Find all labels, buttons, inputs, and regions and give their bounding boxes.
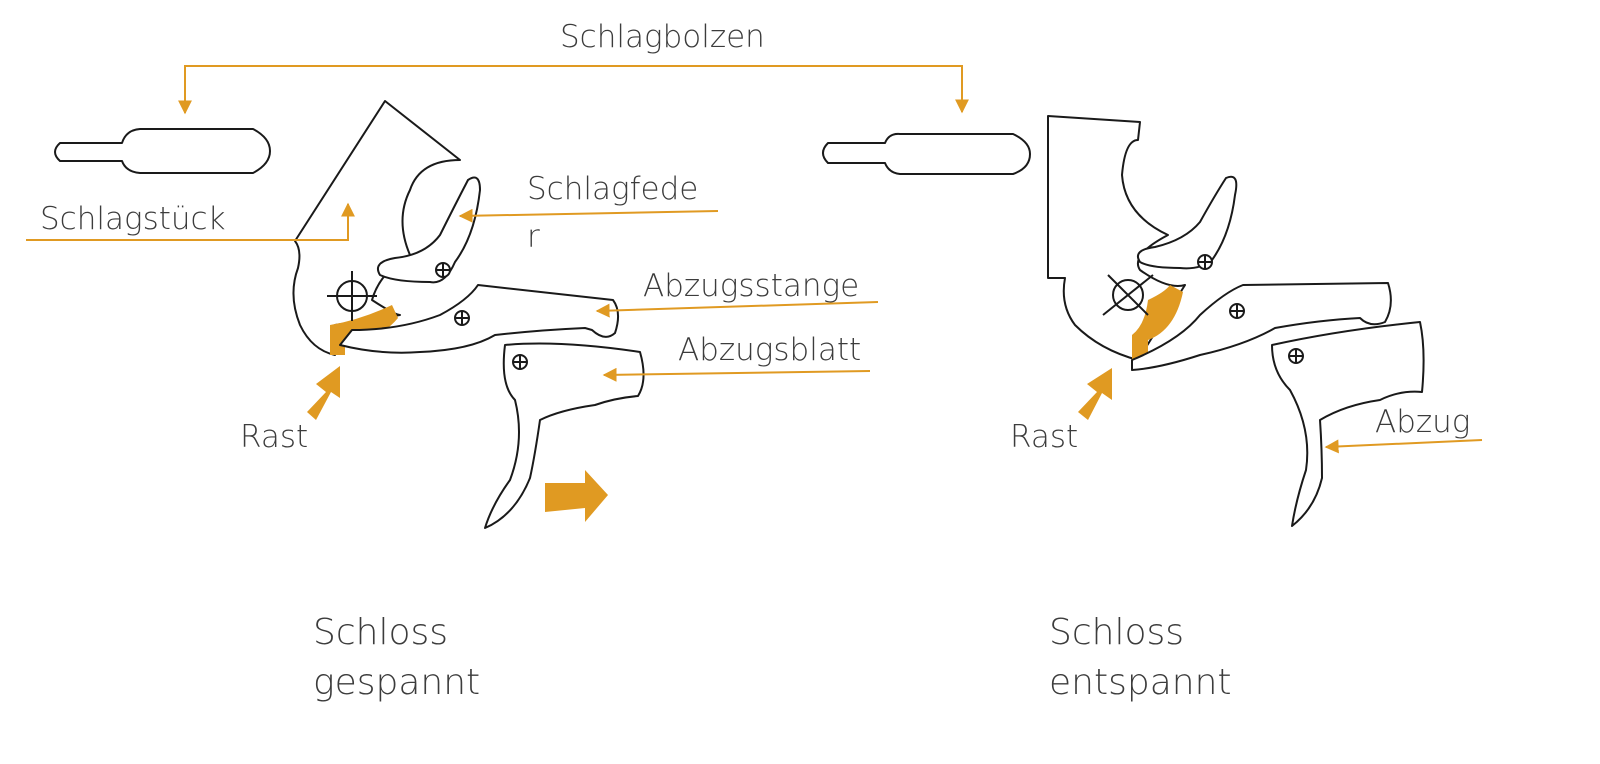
label-abzug: Abzug bbox=[1375, 404, 1470, 440]
hammer-pivot-right bbox=[1102, 274, 1154, 316]
leader-abzugsstange bbox=[595, 301, 879, 318]
caption-right-1: Schloss bbox=[1049, 612, 1184, 653]
rast-arrow-right bbox=[1078, 368, 1112, 420]
label-schlagbolzen: Schlagbolzen bbox=[560, 19, 765, 55]
leader-schlagfeder bbox=[458, 208, 719, 223]
leader-abzugsblatt bbox=[602, 367, 871, 382]
sear-bar-left bbox=[339, 284, 619, 354]
firing-pin-left bbox=[54, 128, 271, 174]
mechanism-uncocked bbox=[822, 115, 1483, 527]
leader-schlagstueck bbox=[26, 202, 355, 241]
trigger-right bbox=[1271, 321, 1425, 527]
label-schlagstueck: Schlagstück bbox=[40, 201, 226, 237]
mainspring-left bbox=[376, 176, 481, 284]
label-rast-right: Rast bbox=[1010, 419, 1078, 455]
schlagbolzen-bracket bbox=[178, 65, 969, 115]
sear-bar-right bbox=[1131, 282, 1392, 371]
label-rast-left: Rast bbox=[240, 419, 308, 455]
pull-arrow-left bbox=[545, 470, 608, 522]
caption-left-1: Schloss bbox=[313, 612, 448, 653]
mainspring-right bbox=[1136, 175, 1238, 270]
firing-pin-right bbox=[822, 132, 1031, 175]
mechanism-cocked bbox=[26, 100, 879, 529]
caption-left-2: gespannt bbox=[313, 662, 480, 703]
trigger-left bbox=[484, 342, 645, 529]
leader-abzug bbox=[1324, 439, 1483, 454]
label-schlagfeder-1: Schlagfede bbox=[527, 171, 698, 207]
label-abzugsblatt: Abzugsblatt bbox=[678, 332, 861, 368]
label-schlagfeder-2: r bbox=[527, 219, 540, 255]
sear-notch-right bbox=[1132, 285, 1183, 360]
label-abzugsstange: Abzugsstange bbox=[643, 268, 859, 304]
hammer-pivot-left bbox=[327, 271, 377, 321]
caption-right-2: entspannt bbox=[1049, 662, 1232, 703]
rast-arrow-left bbox=[307, 366, 340, 420]
